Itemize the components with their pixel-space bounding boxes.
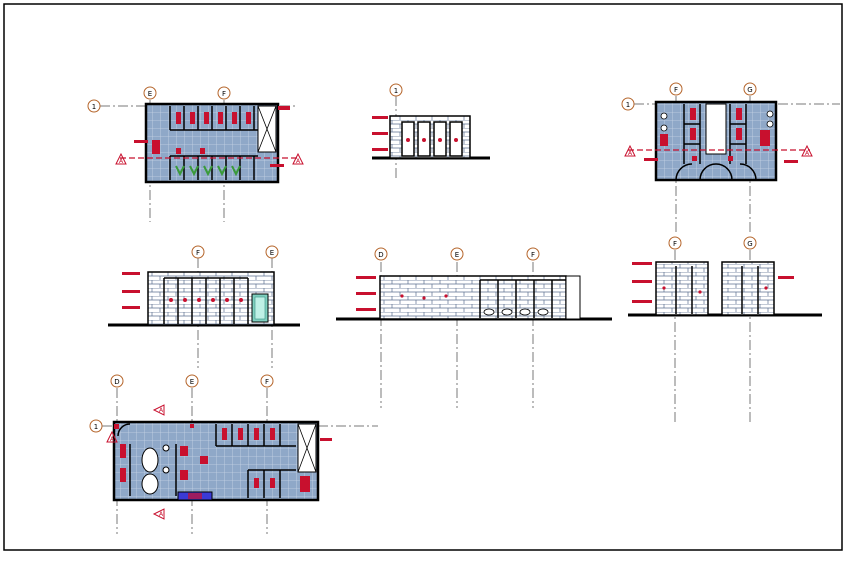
svg-text:G: G [747, 240, 752, 248]
svg-text:1: 1 [92, 103, 96, 111]
svg-text:F: F [531, 251, 535, 259]
grid-bubble-row-1: 1 [89, 419, 103, 433]
svg-text:F: F [673, 240, 677, 248]
svg-text:A: A [159, 511, 164, 518]
svg-text:F: F [196, 249, 200, 257]
grid-bubble-col-f: F [217, 86, 231, 100]
section-marker-left: A [115, 152, 127, 165]
svg-text:1: 1 [94, 423, 98, 431]
svg-text:G: G [747, 86, 752, 94]
plan-view-2: A A 1 F G [621, 82, 840, 232]
section-marker-left: A [106, 430, 118, 443]
elevation-view-3: D E F [336, 247, 612, 408]
svg-text:E: E [148, 90, 152, 98]
section-marker-bottom: A [152, 508, 165, 520]
svg-text:A: A [628, 150, 633, 157]
svg-text:D: D [114, 378, 119, 386]
svg-text:F: F [265, 378, 269, 386]
svg-text:1: 1 [626, 101, 630, 109]
svg-text:E: E [270, 249, 274, 257]
svg-text:A: A [805, 150, 810, 157]
grid-bubble-col-g: G [743, 82, 757, 96]
grid-bubble-col-e: E [143, 86, 157, 100]
plan-view-3: A A A 1 D E F [89, 374, 378, 534]
section-marker-top: A [152, 404, 165, 416]
svg-text:1: 1 [394, 87, 398, 95]
svg-text:A: A [159, 407, 164, 414]
grid-bubble-col-e: E [185, 374, 199, 388]
section-marker-right: A [801, 144, 813, 157]
grid-bubble-row-1: 1 [621, 97, 635, 111]
grid-bubble-col-f: F [668, 236, 682, 250]
grid-bubble-col-f: F [191, 245, 205, 259]
svg-text:D: D [378, 251, 383, 259]
svg-text:E: E [190, 378, 194, 386]
grid-bubble-row-1: 1 [389, 83, 403, 97]
grid-bubble-col-f: F [526, 247, 540, 261]
grid-bubble-col-e: E [450, 247, 464, 261]
grid-bubble-col-g: G [743, 236, 757, 250]
svg-text:A: A [110, 436, 115, 443]
service-shaft [705, 103, 727, 155]
svg-text:A: A [296, 158, 301, 165]
svg-text:A: A [119, 158, 124, 165]
svg-text:E: E [455, 251, 459, 259]
elevation-view-1: 1 [372, 83, 490, 178]
svg-text:F: F [222, 90, 226, 98]
grid-bubble-row-1: 1 [87, 99, 101, 113]
grid-bubble-col-d: D [374, 247, 388, 261]
elevation-view-4: F G [628, 236, 822, 422]
grid-bubble-col-f: F [669, 82, 683, 96]
grid-bubble-col-e: E [265, 245, 279, 259]
wall-end [565, 275, 581, 320]
plan-view-1: A A 1 E F [87, 86, 304, 222]
section-marker-left: A [624, 144, 636, 157]
grid-bubble-col-f: F [260, 374, 274, 388]
section-marker-right: A [292, 152, 304, 165]
grid-bubble-col-d: D [110, 374, 124, 388]
sheet-border [3, 3, 843, 551]
svg-text:F: F [674, 86, 678, 94]
elevation-view-2: F E [108, 245, 300, 368]
